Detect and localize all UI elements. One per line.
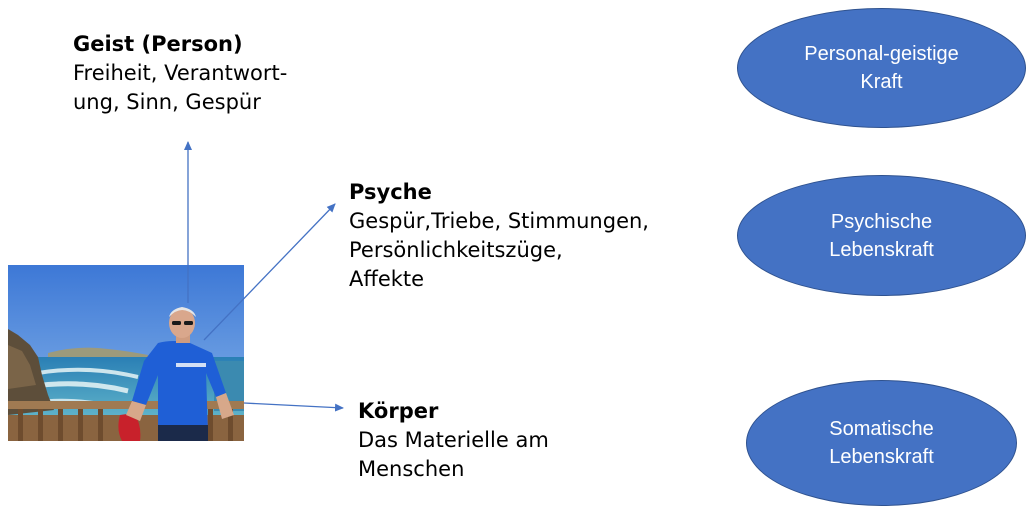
ellipse-2-line-2: Lebenskraft <box>829 238 934 261</box>
arrow-to-koerper <box>243 402 344 412</box>
person-photo-illustration <box>8 265 244 441</box>
geist-line-1: Freiheit, Verantwort- <box>73 61 288 85</box>
geist-title: Geist (Person) <box>73 32 243 56</box>
ellipse-somatische-lebenskraft: Somatische Lebenskraft <box>746 380 1017 506</box>
psyche-line-1: Gespür,Triebe, Stimmungen, <box>349 209 649 233</box>
psyche-line-2: Persönlichkeitszüge, <box>349 238 563 262</box>
psyche-text-block: Psyche Gespür,Triebe, Stimmungen, Persön… <box>349 178 649 294</box>
koerper-line-1: Das Materielle am <box>358 428 549 452</box>
ellipse-1-line-1: Personal-geistige <box>804 43 959 65</box>
geist-line-2: ung, Sinn, Gespür <box>73 90 261 114</box>
ellipse-3-line-2: Lebenskraft <box>829 446 934 468</box>
ellipse-psychische-lebenskraft: Psychische Lebenskraft <box>737 175 1026 296</box>
koerper-title: Körper <box>358 399 439 423</box>
psyche-line-3: Affekte <box>349 267 425 291</box>
psyche-title: Psyche <box>349 180 432 204</box>
koerper-text-block: Körper Das Materielle am Menschen <box>358 397 549 484</box>
koerper-line-2: Menschen <box>358 457 465 481</box>
ellipse-3-line-1: Somatische <box>829 418 934 440</box>
arrow-to-psyche <box>203 203 336 341</box>
ellipse-2-line-1: Psychische <box>830 210 933 233</box>
geist-text-block: Geist (Person) Freiheit, Verantwort- ung… <box>73 30 287 117</box>
ellipse-1-line-2: Kraft <box>860 71 903 93</box>
person-photo <box>8 265 244 441</box>
ellipse-personal-geistige-kraft: Personal-geistige Kraft <box>737 8 1026 128</box>
